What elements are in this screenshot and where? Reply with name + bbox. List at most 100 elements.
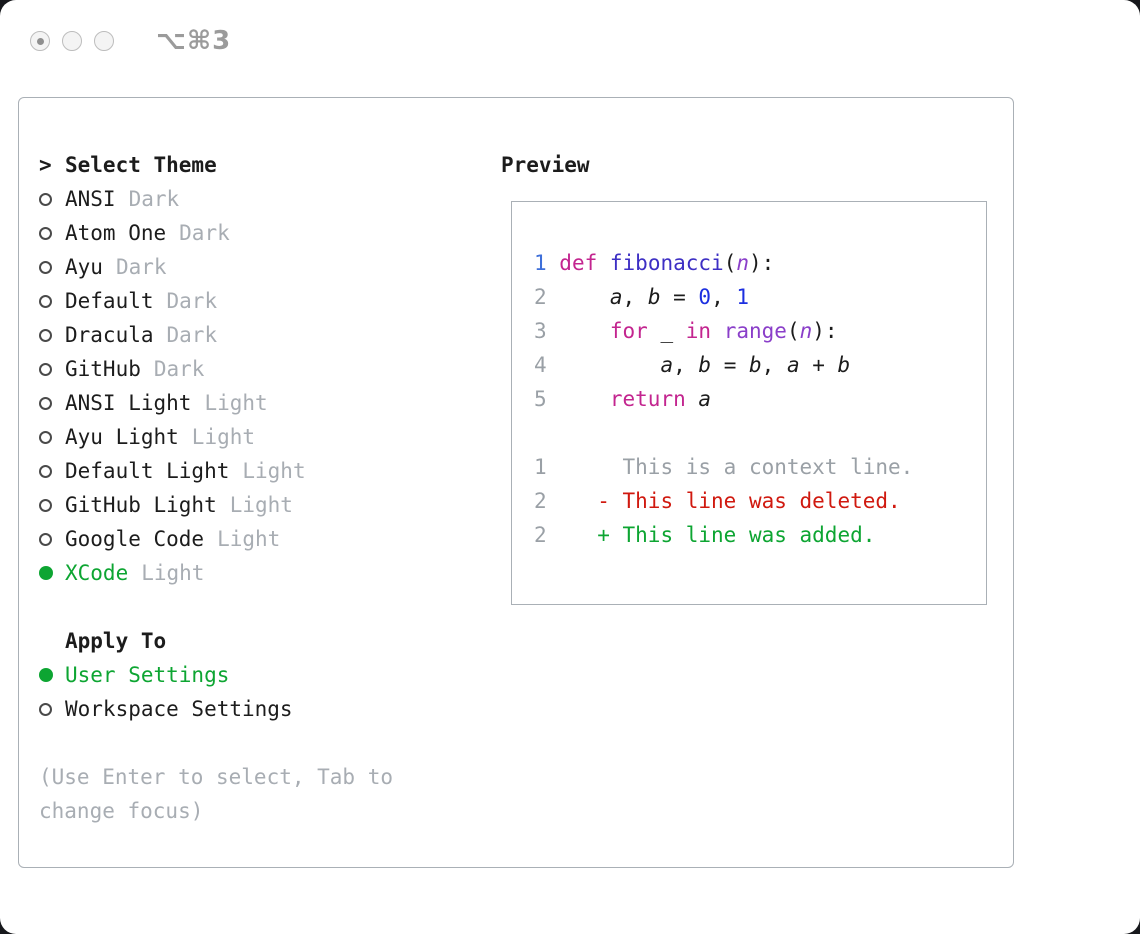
option-variant-label: Dark	[153, 357, 205, 381]
select-theme-header: > Select Theme	[39, 148, 484, 182]
radio-slot	[39, 464, 65, 478]
apply-option-user-settings[interactable]: User Settings	[39, 658, 484, 692]
theme-option-google-code[interactable]: Google Code Light	[39, 522, 484, 556]
radio-icon	[39, 396, 52, 410]
radio-icon	[39, 430, 52, 444]
radio-selected-icon	[39, 566, 53, 580]
token-var: a	[609, 285, 623, 309]
code-line: 2 - This line was deleted.	[534, 484, 964, 518]
preview-column: Preview 1 def fibonacci(n):2 a, b = 0, 1…	[501, 148, 987, 605]
option-label: XCode	[65, 561, 129, 585]
radio-slot	[39, 260, 65, 274]
token-pl: +	[799, 353, 838, 377]
token-ln-active: 1	[534, 251, 560, 275]
radio-icon	[39, 702, 52, 716]
token-pl: ):	[812, 319, 838, 343]
titlebar: ⌥⌘3	[30, 26, 231, 56]
option-variant-label: Dark	[115, 255, 167, 279]
option-variant-label: Dark	[166, 323, 218, 347]
code-line: 3 for _ in range(n):	[534, 314, 964, 348]
token-var: a	[786, 353, 800, 377]
token-var: b	[837, 353, 851, 377]
option-label: GitHub	[65, 357, 141, 381]
radio-slot	[39, 192, 65, 206]
apply-to-title: Apply To	[65, 629, 167, 653]
option-label: Dracula	[65, 323, 154, 347]
radio-icon	[39, 226, 52, 240]
token-prm: n	[799, 319, 813, 343]
code-line: 4 a, b = b, a + b	[534, 348, 964, 382]
token-pl: (	[723, 251, 737, 275]
radio-slot	[39, 566, 65, 580]
radio-slot	[39, 430, 65, 444]
apply-to-header: Apply To	[39, 624, 484, 658]
option-label: Ayu Light	[65, 425, 179, 449]
code-line: 2 + This line was added.	[534, 518, 964, 552]
theme-option-dracula[interactable]: Dracula Dark	[39, 318, 484, 352]
token-pl: ,	[622, 285, 648, 309]
token-num: 1	[736, 285, 750, 309]
option-label: Atom One	[65, 221, 167, 245]
radio-slot	[39, 362, 65, 376]
token-fn: fibonacci	[609, 251, 724, 275]
option-variant-label: Light	[204, 391, 268, 415]
code-line	[534, 416, 964, 450]
option-variant-label: Dark	[166, 289, 218, 313]
token-pl	[559, 353, 660, 377]
prompt-caret-slot: >	[39, 148, 65, 182]
option-label: Google Code	[65, 527, 205, 551]
radio-slot	[39, 294, 65, 308]
radio-icon	[39, 498, 52, 512]
radio-icon	[39, 362, 52, 376]
radio-slot	[39, 396, 65, 410]
token-pl: ,	[711, 285, 737, 309]
spacer	[39, 590, 484, 624]
code-line: 1 This is a context line.	[534, 450, 964, 484]
token-ln: 2	[534, 523, 560, 547]
radio-selected-icon	[39, 668, 53, 682]
window-minimize-button[interactable]	[62, 31, 82, 51]
radio-slot	[39, 226, 65, 240]
option-variant-label: Light	[217, 527, 281, 551]
apply-option-workspace-settings[interactable]: Workspace Settings	[39, 692, 484, 726]
radio-slot	[39, 328, 65, 342]
token-kw: return	[609, 387, 686, 411]
token-pl	[559, 285, 610, 309]
token-ln: 4	[534, 353, 560, 377]
option-label: User Settings	[65, 663, 230, 687]
token-pl	[648, 319, 661, 343]
window-close-button[interactable]	[30, 31, 50, 51]
token-pl	[673, 319, 686, 343]
token-var: b	[698, 353, 712, 377]
radio-icon	[39, 464, 52, 478]
theme-option-github[interactable]: GitHub Dark	[39, 352, 484, 386]
token-ln: 3	[534, 319, 560, 343]
radio-icon	[39, 294, 52, 308]
window-zoom-button[interactable]	[94, 31, 114, 51]
token-pl	[597, 251, 610, 275]
token-pl	[711, 319, 724, 343]
option-label: Default Light	[65, 459, 230, 483]
token-ln: 1	[534, 455, 560, 479]
token-ln: 2	[534, 285, 560, 309]
radio-slot	[39, 702, 65, 716]
token-prm: n	[736, 251, 749, 275]
token-var: a	[698, 387, 712, 411]
prompt-caret-icon: >	[39, 153, 52, 177]
token-call: range	[723, 319, 787, 343]
token-ln: 5	[534, 387, 560, 411]
token-pl: ,	[761, 353, 787, 377]
spacer	[39, 726, 484, 760]
token-var: _	[660, 319, 674, 343]
